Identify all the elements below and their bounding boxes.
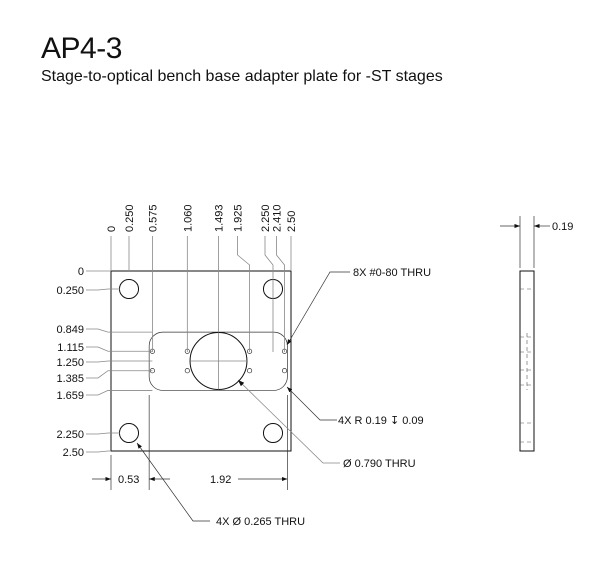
y-dimension-label: 0 xyxy=(78,266,84,278)
corner-hole xyxy=(262,422,284,444)
part-description: Stage-to-optical bench base adapter plat… xyxy=(41,68,443,85)
callout-tapped-holes: 8X #0-80 THRU xyxy=(353,267,431,279)
x-dimension-label: 0.250 xyxy=(124,204,136,232)
corner-hole xyxy=(118,422,140,444)
corner-hole xyxy=(118,278,140,300)
extension-line xyxy=(264,236,274,352)
leader-bore xyxy=(237,379,340,464)
part-number-title: AP4-3 xyxy=(41,32,122,65)
callout-radius: 4X R 0.19 ↧ 0.09 xyxy=(338,415,424,427)
extension-line xyxy=(86,328,153,333)
y-dimension-label: 2.250 xyxy=(56,429,84,441)
extension-line xyxy=(237,236,251,352)
tapped-hole xyxy=(247,368,253,374)
y-dimension-label: 1.385 xyxy=(56,373,84,385)
extension-line xyxy=(86,370,153,379)
extension-line xyxy=(86,360,153,363)
extension-line xyxy=(276,236,285,352)
callout-corner-holes: 4X Ø 0.265 THRU xyxy=(216,516,305,528)
y-dimension-label: 1.250 xyxy=(56,357,84,369)
x-dimension-label: 1.493 xyxy=(213,204,225,232)
callout-bore: Ø 0.790 THRU xyxy=(343,458,416,470)
leader-tapped xyxy=(286,271,350,346)
tapped-hole xyxy=(184,368,190,374)
y-dimension-label: 1.115 xyxy=(57,342,84,354)
dimension-192: 1.92 xyxy=(210,474,231,486)
y-dimension-label: 0.849 xyxy=(56,324,84,336)
y-dimension-label: 1.659 xyxy=(56,390,84,402)
x-dimension-label: 1.925 xyxy=(233,204,245,232)
extension-line xyxy=(86,450,111,453)
side-view xyxy=(500,216,550,452)
thickness-dimension: 0.19 xyxy=(552,221,573,233)
x-dimension-label: 2.410 xyxy=(272,204,284,232)
x-dimension-label: 2.250 xyxy=(260,204,272,232)
extension-line xyxy=(86,390,153,396)
x-dimension-label: 0.575 xyxy=(147,204,159,232)
dimension-053: 0.53 xyxy=(118,474,139,486)
x-dimension-label: 0 xyxy=(106,226,118,232)
tapped-hole xyxy=(281,368,288,374)
leader-corner xyxy=(136,442,210,522)
x-dimension-label: 1.060 xyxy=(182,204,194,232)
front-view xyxy=(86,236,350,522)
x-dimension-label: 2.50 xyxy=(286,211,298,232)
y-dimension-label: 2.50 xyxy=(63,447,84,459)
y-dimension-label: 0.250 xyxy=(56,285,84,297)
extension-line xyxy=(86,346,153,352)
extension-line xyxy=(86,288,120,291)
side-view-outline xyxy=(519,270,535,452)
extension-line xyxy=(86,432,120,435)
leader-radius xyxy=(286,386,337,421)
